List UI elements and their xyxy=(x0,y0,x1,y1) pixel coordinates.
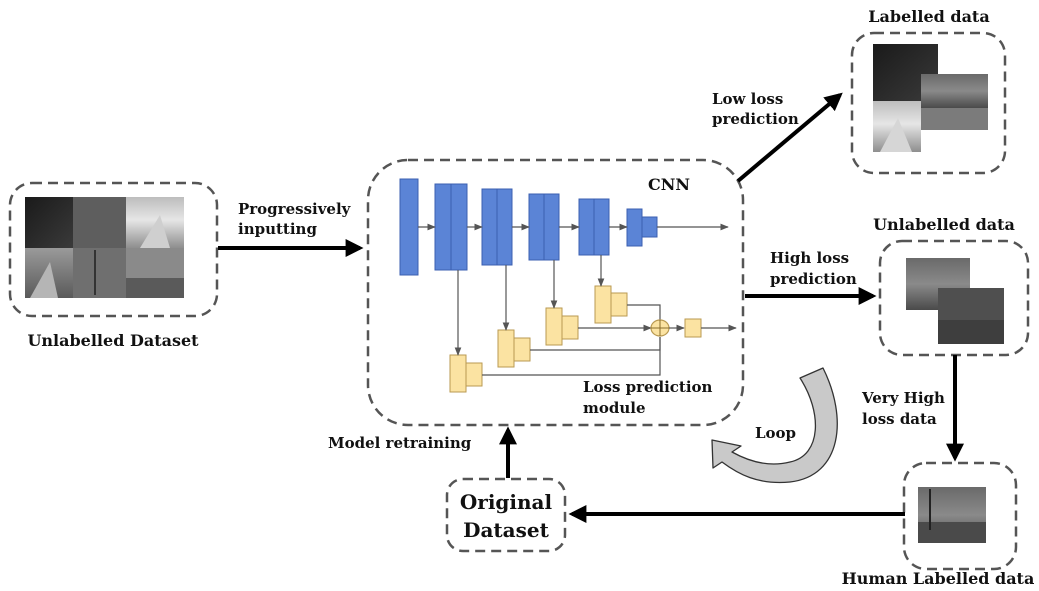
cnn-label: CNN xyxy=(648,175,690,194)
low-loss-label-2: prediction xyxy=(712,110,799,128)
loss-block-1a xyxy=(449,354,467,393)
low-loss-arrow xyxy=(736,92,843,183)
unlabelled-data-label: Unlabelled data xyxy=(873,215,1015,234)
very-high-label-1: Very High xyxy=(861,389,945,407)
cnn-layer-5b xyxy=(593,198,610,256)
original-dataset-group: Original Dataset xyxy=(445,477,567,553)
cnn-layer-6b xyxy=(641,216,658,238)
loss-module-label-1: Loss prediction xyxy=(583,378,713,396)
unlabelled-data-image xyxy=(906,258,1004,344)
concat-node xyxy=(650,319,670,337)
cnn-box xyxy=(366,158,745,427)
inputting-label: inputting xyxy=(238,220,317,238)
unlabelled-dataset-label: Unlabelled Dataset xyxy=(27,331,199,350)
loss-block-2b xyxy=(513,337,531,362)
cnn-layer-6a xyxy=(626,208,643,247)
labelled-data-label: Labelled data xyxy=(868,7,989,26)
cnn-layer-4a xyxy=(528,193,545,261)
cnn-layer-1 xyxy=(399,178,419,276)
loss-module-label-2: module xyxy=(583,399,646,417)
human-labelled-label: Human Labelled data xyxy=(842,569,1035,588)
loss-block-3a xyxy=(545,307,563,346)
loop-label: Loop xyxy=(755,424,796,442)
loss-block-1b xyxy=(465,362,483,387)
labelled-data-group: Labelled data xyxy=(850,7,1007,175)
very-high-label-2: loss data xyxy=(862,410,937,428)
unlabelled-data-group: Unlabelled data xyxy=(873,215,1030,357)
unlabelled-dataset-box xyxy=(8,181,219,318)
loss-output-block xyxy=(684,318,702,338)
high-loss-label-1: High loss xyxy=(770,249,849,267)
cnn-layer-2b xyxy=(450,183,468,271)
low-loss-label-1: Low loss xyxy=(712,90,783,108)
unlabelled-dataset-group: Unlabelled Dataset xyxy=(8,181,219,350)
human-labelled-group: Human Labelled data xyxy=(842,461,1035,588)
progressively-label: Progressively xyxy=(238,200,352,218)
cnn-layer-2a xyxy=(434,183,452,271)
human-labelled-box xyxy=(902,461,1018,571)
human-labelled-image xyxy=(918,487,986,543)
cnn-layer-5a xyxy=(578,198,595,256)
cnn-layer-3b xyxy=(496,188,513,266)
high-loss-label-2: prediction xyxy=(770,270,857,288)
model-retraining-label: Model retraining xyxy=(328,434,472,452)
cnn-layer-3a xyxy=(481,188,498,266)
loop-arrow xyxy=(711,367,838,484)
original-dataset-box xyxy=(445,477,567,553)
original-dataset-label-2: Dataset xyxy=(463,518,549,542)
labelled-data-box xyxy=(850,31,1007,175)
loss-block-4b xyxy=(610,292,628,317)
loss-block-4a xyxy=(594,285,612,324)
cnn-layer-4b xyxy=(543,193,560,261)
loss-block-3b xyxy=(561,315,579,340)
cnn-group: CNN xyxy=(366,158,745,427)
unlabelled-dataset-image xyxy=(25,197,184,298)
original-dataset-label-1: Original xyxy=(460,490,553,514)
labelled-data-image xyxy=(873,44,988,152)
loss-block-2a xyxy=(497,329,515,368)
